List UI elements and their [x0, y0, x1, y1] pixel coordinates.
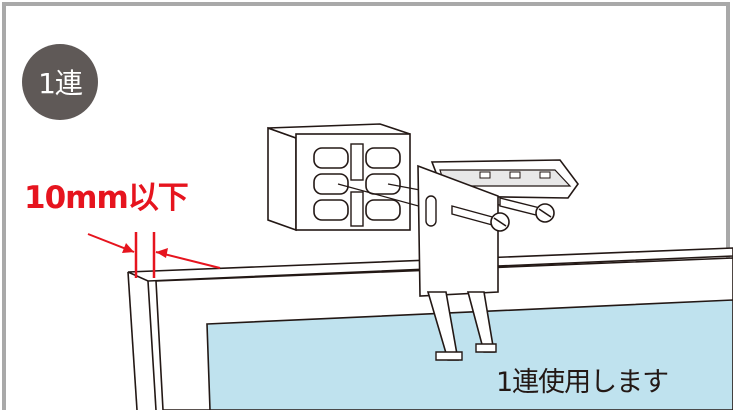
bracket [417, 159, 579, 361]
screw [499, 197, 555, 223]
count-badge-label: 1連 [38, 67, 83, 100]
dimension-marker [87, 232, 221, 278]
anchor-block [267, 123, 411, 232]
caption-text: 1連使用します [496, 367, 669, 398]
screw [451, 205, 510, 232]
count-badge: 1連 [22, 44, 98, 120]
dimension-label: 10mm以下 [24, 180, 189, 216]
glass-pane [206, 299, 733, 410]
